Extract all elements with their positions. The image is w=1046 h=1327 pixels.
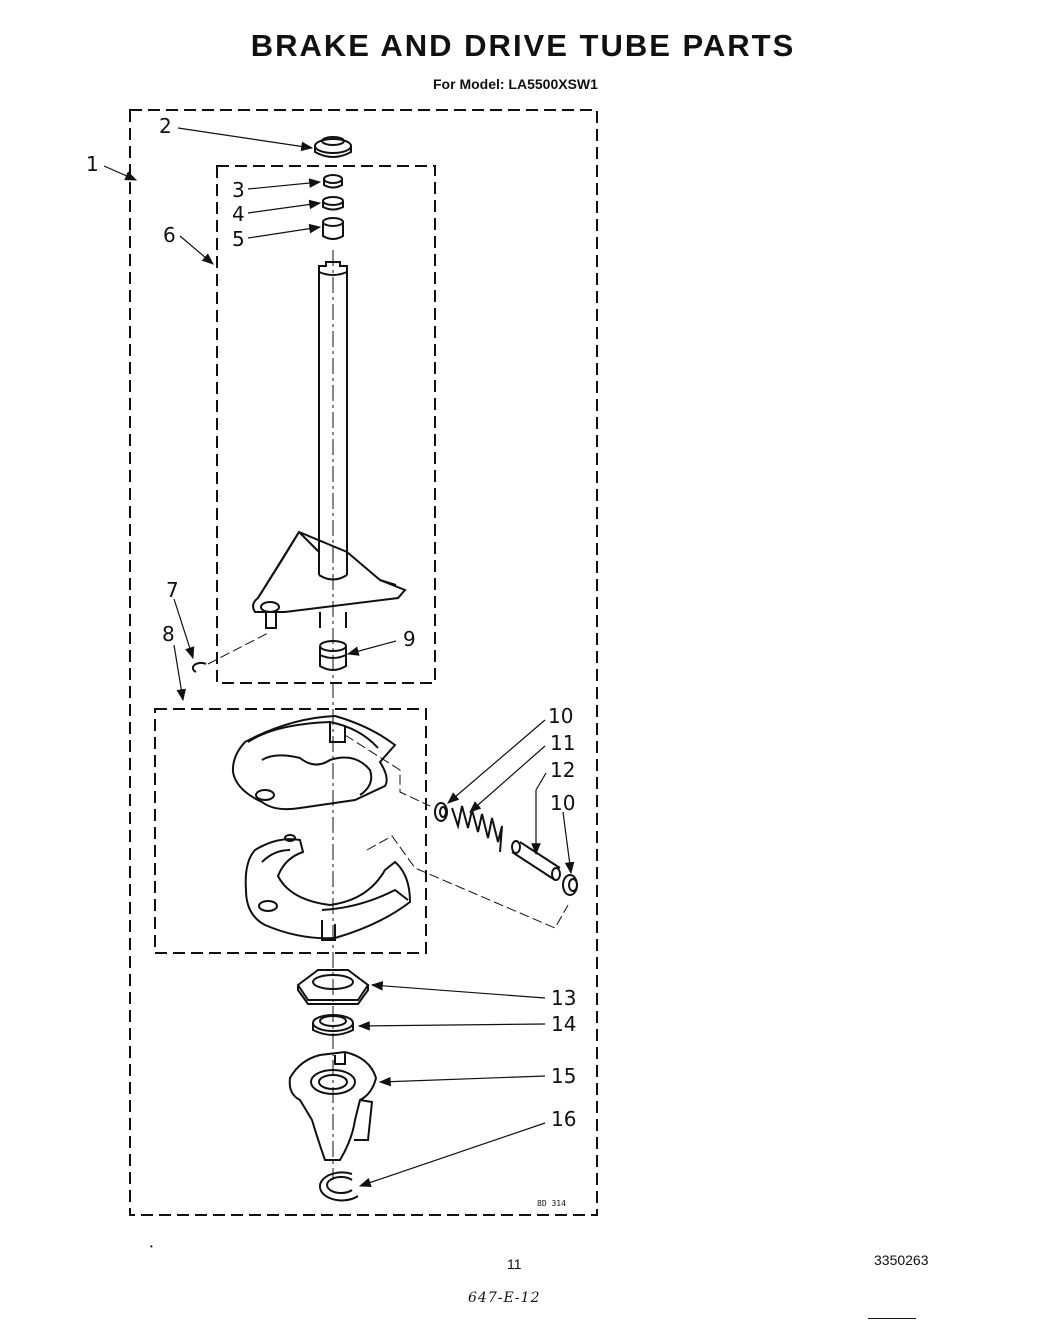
callout-8: 8 — [162, 622, 175, 646]
part-15-drive-block — [288, 1050, 378, 1161]
page-title: BRAKE AND DRIVE TUBE PARTS — [250, 28, 796, 63]
part-8-brake-upper — [231, 714, 397, 811]
drawing-code: 8D 314 — [537, 1199, 566, 1208]
part-4-bearing — [322, 196, 344, 211]
part-7-clip — [191, 661, 207, 673]
callout-3: 3 — [232, 178, 245, 202]
callout-14: 14 — [551, 1012, 576, 1036]
handwritten-note: 647-E-12 — [468, 1290, 541, 1306]
part-5-bushing — [322, 217, 344, 240]
part-9-bushing — [319, 640, 347, 671]
callout-10-right: 10 — [550, 791, 575, 815]
callout-10-left: 10 — [548, 704, 573, 728]
callout-15: 15 — [551, 1064, 576, 1088]
part-10-cap-left — [434, 802, 448, 822]
part-2-seal — [314, 136, 352, 158]
callout-9: 9 — [403, 627, 416, 651]
page-number: 11 — [507, 1256, 522, 1272]
assembly-box-6 — [216, 165, 436, 684]
callout-4: 4 — [232, 202, 245, 226]
assembly-box-1 — [129, 109, 598, 1216]
part-14-ring — [312, 1014, 354, 1036]
callout-1: 1 — [86, 152, 99, 176]
part-10-cap-right — [562, 874, 578, 896]
callout-6: 6 — [163, 223, 176, 247]
part-6-drive-tube — [252, 261, 407, 629]
leader-lines — [103, 127, 575, 1188]
document-number: 3350263 — [874, 1252, 929, 1268]
callout-16: 16 — [551, 1107, 576, 1131]
part-16-retaining-ring — [318, 1171, 359, 1202]
corner-mark: • — [150, 1242, 153, 1251]
part-11-spring — [451, 805, 503, 853]
assembly-box-8 — [154, 708, 427, 954]
callout-11: 11 — [550, 731, 575, 755]
model-subtitle: For Model: LA5500XSW1 — [433, 76, 598, 92]
part-3-washer — [323, 174, 343, 189]
callout-12: 12 — [550, 758, 575, 782]
callout-5: 5 — [232, 227, 245, 251]
bottom-rule — [868, 1318, 916, 1319]
callout-2: 2 — [159, 114, 172, 138]
callout-7: 7 — [166, 578, 179, 602]
callout-13: 13 — [551, 986, 576, 1010]
part-8-brake-lower — [244, 834, 412, 941]
part-13-thrust-washer — [296, 969, 370, 1005]
